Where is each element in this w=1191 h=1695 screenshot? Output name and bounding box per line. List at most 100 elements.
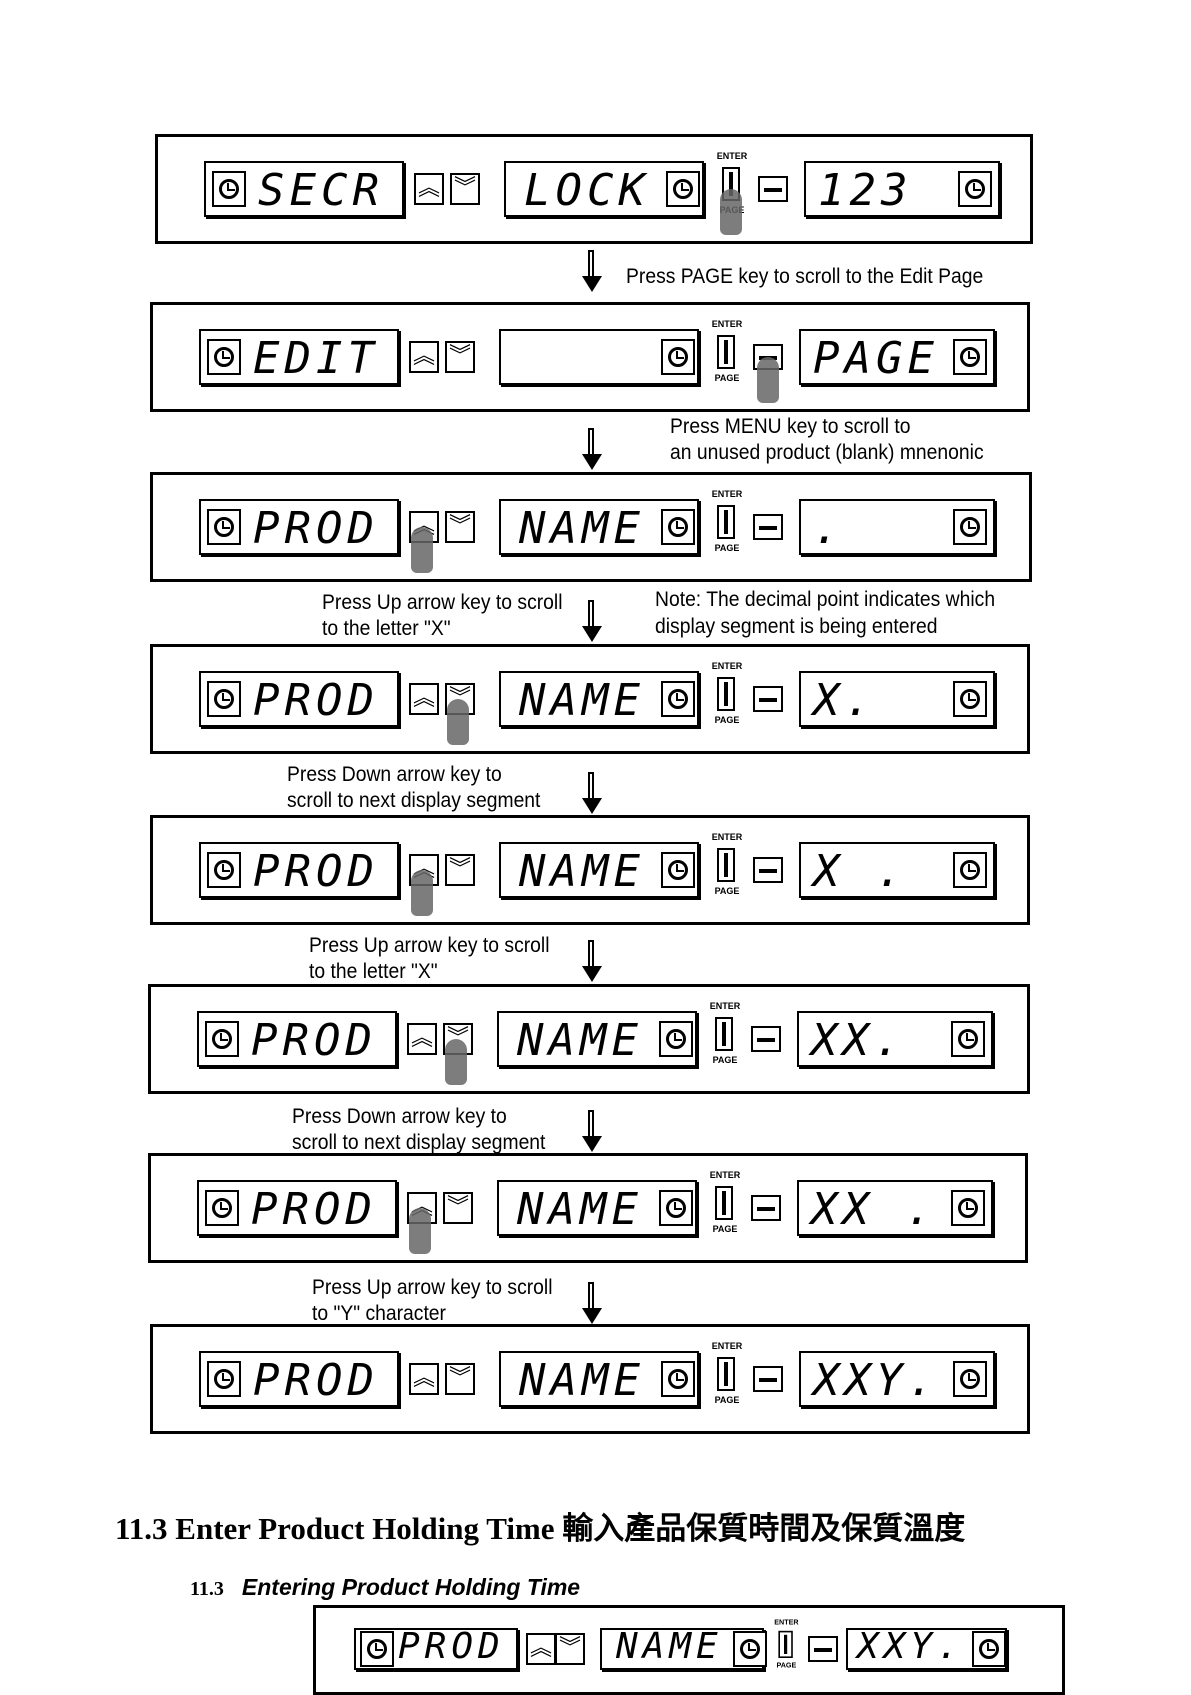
- clock-icon: [661, 852, 695, 888]
- note-up-arrow-1a: Press Up arrow key to scroll: [322, 590, 562, 615]
- clock-icon: [951, 1021, 985, 1057]
- enter-label: ENTER: [709, 489, 745, 499]
- enter-label: ENTER: [709, 661, 745, 671]
- note-up-arrow-3b: to "Y" character: [312, 1301, 446, 1326]
- subsection-number: 11.3: [190, 1578, 224, 1600]
- clock-icon: [212, 171, 246, 207]
- left-display-text: PROD: [251, 1188, 377, 1232]
- right-display-text: X.: [813, 679, 876, 723]
- clock-icon: [661, 1361, 695, 1397]
- middle-display-text: NAME: [519, 850, 645, 894]
- middle-display-text: LOCK: [524, 169, 650, 213]
- clock-icon: [205, 1190, 239, 1226]
- thermometer-icon: [715, 1017, 733, 1051]
- page-label: PAGE: [709, 543, 745, 553]
- menu-key-icon[interactable]: [753, 857, 783, 883]
- thermometer-enter-page-icon[interactable]: ENTER PAGE: [709, 1341, 745, 1409]
- clock-icon: [661, 681, 695, 717]
- right-display-text: X .: [813, 850, 907, 894]
- clock-icon: [951, 1190, 985, 1226]
- down-arrow-key-icon[interactable]: ︾: [445, 341, 475, 373]
- up-arrow-key-icon[interactable]: ︽: [409, 1363, 439, 1395]
- pressing-finger-icon: [757, 357, 779, 403]
- right-display-text: 123: [818, 169, 912, 213]
- display-panel-1: SECR︽︾LOCKENTERPAGE123: [155, 134, 1033, 244]
- clock-icon: [207, 339, 241, 375]
- clock-icon: [953, 509, 987, 545]
- subsection-text: Entering Product Holding Time: [242, 1574, 580, 1600]
- note-down-arrow-2b: scroll to next display segment: [292, 1130, 545, 1155]
- note-up-arrow-1b: to the letter "X": [322, 616, 451, 641]
- down-arrow-key-icon[interactable]: ︾: [445, 854, 475, 886]
- menu-key-icon[interactable]: [753, 514, 783, 540]
- note-down-arrow-1a: Press Down arrow key to: [287, 762, 502, 787]
- note-up-arrow-3a: Press Up arrow key to scroll: [312, 1275, 552, 1300]
- thermometer-icon: [717, 335, 735, 369]
- menu-key-icon[interactable]: [758, 176, 788, 202]
- note-up-arrow-2a: Press Up arrow key to scroll: [309, 933, 549, 958]
- clock-icon: [661, 509, 695, 545]
- clock-icon: [958, 171, 992, 207]
- flow-arrow-7: [582, 1282, 602, 1324]
- enter-label: ENTER: [714, 151, 750, 161]
- clock-icon: [733, 1631, 767, 1667]
- enter-label: ENTER: [709, 319, 745, 329]
- thermometer-icon: [778, 1631, 792, 1658]
- clock-icon: [207, 681, 241, 717]
- clock-icon: [972, 1631, 1006, 1667]
- down-arrow-key-icon[interactable]: ︾: [443, 1192, 473, 1224]
- up-arrow-key-icon[interactable]: ︽: [407, 1023, 437, 1055]
- display-panel-6: PROD︽︾NAMEENTERPAGEXX.: [148, 984, 1030, 1094]
- menu-key-icon[interactable]: [751, 1026, 781, 1052]
- down-arrow-key-icon[interactable]: ︾: [445, 511, 475, 543]
- clock-icon: [207, 509, 241, 545]
- thermometer-icon: [717, 677, 735, 711]
- page-label: PAGE: [772, 1661, 801, 1669]
- flow-arrow-5: [582, 940, 602, 982]
- clock-icon: [666, 171, 700, 207]
- menu-key-icon[interactable]: [751, 1195, 781, 1221]
- page-label: PAGE: [709, 1395, 745, 1405]
- flow-arrow-6: [582, 1110, 602, 1152]
- menu-key-icon[interactable]: [808, 1636, 838, 1662]
- menu-key-icon[interactable]: [753, 686, 783, 712]
- thermometer-enter-page-icon[interactable]: ENTER PAGE: [709, 661, 745, 729]
- pressing-finger-icon: [409, 1208, 431, 1254]
- menu-key-icon[interactable]: [753, 1366, 783, 1392]
- note-decimal-point-2: display segment is being entered: [655, 614, 937, 639]
- up-arrow-key-icon[interactable]: ︽: [526, 1633, 556, 1665]
- page-label: PAGE: [709, 715, 745, 725]
- note-decimal-point-1: Note: The decimal point indicates which: [655, 587, 995, 612]
- enter-label: ENTER: [709, 1341, 745, 1351]
- up-arrow-key-icon[interactable]: ︽: [414, 173, 444, 205]
- subsection-title: 11.3 Entering Product Holding Time: [190, 1574, 580, 1601]
- left-display-text: PROD: [253, 507, 379, 551]
- down-arrow-key-icon[interactable]: ︾: [555, 1633, 585, 1665]
- down-arrow-key-icon[interactable]: ︾: [450, 173, 480, 205]
- clock-icon: [953, 339, 987, 375]
- right-display-text: XX .: [811, 1188, 937, 1232]
- note-down-arrow-1b: scroll to next display segment: [287, 788, 540, 813]
- middle-display-text: NAME: [519, 507, 645, 551]
- thermometer-icon: [717, 848, 735, 882]
- down-arrow-key-icon[interactable]: ︾: [445, 1363, 475, 1395]
- up-arrow-key-icon[interactable]: ︽: [409, 683, 439, 715]
- enter-label: ENTER: [707, 1170, 743, 1180]
- right-display-text: XXY.: [813, 1359, 939, 1403]
- middle-display-text: NAME: [519, 1359, 645, 1403]
- left-display-text: PROD: [398, 1629, 505, 1665]
- clock-icon: [360, 1631, 394, 1667]
- clock-icon: [659, 1190, 693, 1226]
- thermometer-icon: [717, 505, 735, 539]
- clock-icon: [207, 852, 241, 888]
- thermometer-enter-page-icon[interactable]: ENTER PAGE: [709, 489, 745, 557]
- up-arrow-key-icon[interactable]: ︽: [409, 341, 439, 373]
